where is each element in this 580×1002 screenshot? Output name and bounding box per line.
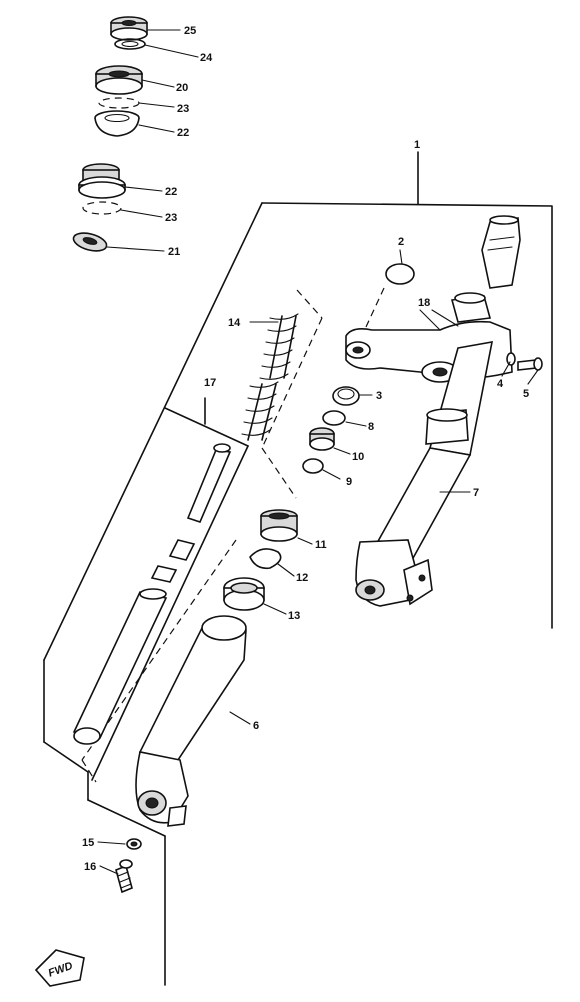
seal-10 [309, 427, 335, 451]
ball-race-22-lower [78, 163, 126, 199]
callout-12: 12 [296, 572, 308, 584]
callout-5: 5 [523, 388, 529, 400]
callout-24: 24 [200, 52, 213, 64]
callout-1: 1 [414, 139, 420, 151]
inner-tube [72, 588, 168, 745]
callout-14: 14 [228, 317, 241, 329]
washer-24 [114, 38, 146, 50]
assembly-outline [43, 151, 553, 986]
callout-4: 4 [497, 378, 504, 390]
callout-21: 21 [168, 246, 180, 258]
damper-rod [150, 443, 232, 583]
bolt-5 [517, 357, 543, 371]
oil-seal-13 [223, 577, 265, 611]
washer-15 [126, 838, 142, 850]
bolt-16 [115, 859, 133, 894]
clip-12 [249, 548, 282, 570]
cap-2 [385, 263, 415, 285]
dust-seal-11 [260, 509, 298, 542]
steering-nut-25 [110, 16, 148, 41]
callout-25: 25 [184, 25, 196, 37]
balls-23-upper [98, 97, 140, 109]
fwd-direction-badge: FWD [34, 949, 85, 987]
callout-15: 15 [82, 837, 94, 849]
callout-2: 2 [398, 236, 404, 248]
outer-tube-7 [355, 341, 494, 607]
spring-14 [241, 313, 299, 441]
callout-8: 8 [368, 421, 374, 433]
seal-21 [72, 232, 108, 252]
leader-lines [97, 29, 539, 875]
callout-3: 3 [376, 390, 382, 402]
balls-23-lower [82, 201, 122, 215]
ring-8 [322, 410, 346, 426]
callout-18: 18 [418, 297, 430, 309]
cap-3 [332, 386, 360, 406]
washer-9 [302, 458, 324, 474]
callout-6: 6 [253, 720, 259, 732]
callout-22-upper: 22 [177, 127, 189, 139]
outer-tube-6 [135, 615, 247, 827]
callout-22-lower: 22 [165, 186, 177, 198]
callout-10: 10 [352, 451, 364, 463]
callout-11: 11 [315, 539, 327, 551]
callout-labels: 1 2 3 4 5 6 7 8 9 10 11 12 13 14 15 16 1… [82, 25, 529, 873]
ball-race-22-upper [94, 110, 140, 137]
washer-4 [506, 352, 516, 366]
callout-17: 17 [204, 377, 216, 389]
callout-9: 9 [346, 476, 352, 488]
callout-23-upper: 23 [177, 103, 189, 115]
callout-23-lower: 23 [165, 212, 177, 224]
callout-13: 13 [288, 610, 300, 622]
dashed-guides [81, 287, 385, 783]
callout-20: 20 [176, 82, 188, 94]
callout-16: 16 [84, 861, 96, 873]
callout-7: 7 [473, 487, 479, 499]
ball-race-20 [95, 65, 143, 95]
fork-tube-upper [481, 215, 521, 289]
